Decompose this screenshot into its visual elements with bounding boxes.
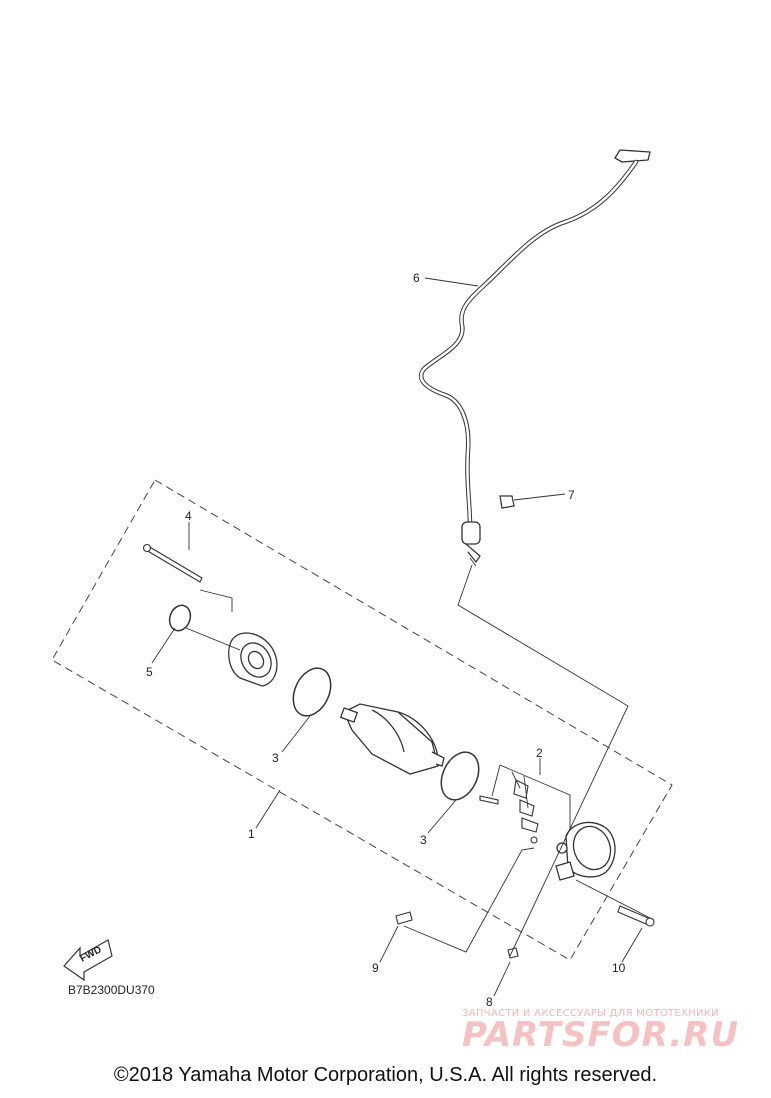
- rear-bolt: [617, 905, 655, 927]
- o-ring-front: [292, 667, 332, 717]
- part-2-leaders: [491, 758, 571, 830]
- leader-lines: [151, 277, 655, 997]
- copyright-notice: ©2018 Yamaha Motor Corporation, U.S.A. A…: [113, 1064, 658, 1086]
- callout-4: 4: [185, 509, 192, 523]
- motor-yoke: [339, 703, 445, 775]
- callout-5: 5: [146, 665, 153, 679]
- callout-7: 7: [568, 488, 575, 502]
- cable-clamp: [499, 495, 515, 509]
- o-ring-small: [168, 604, 192, 632]
- callout-10: 10: [612, 961, 626, 975]
- callout-1: 1: [248, 827, 255, 841]
- rear-cover: [555, 821, 616, 881]
- callout-6: 6: [413, 271, 420, 285]
- starter-cable: [418, 149, 651, 563]
- watermark-tagline: ЗАПЧАСТИ И АКСЕССУАРЫ ДЛЯ МОТОТЕХНИКИ: [462, 1008, 719, 1019]
- callout-8: 8: [486, 995, 493, 1009]
- brush-holder-set: [479, 779, 539, 844]
- callout-3b: 3: [420, 833, 427, 847]
- callout-2: 2: [536, 746, 543, 760]
- callout-9: 9: [372, 961, 379, 975]
- long-bolt: [142, 543, 203, 583]
- fwd-arrow-icon: FWD: [63, 939, 113, 982]
- watermark-brand: PARTSFOR.RU: [462, 1015, 739, 1055]
- assembly-boundary: [51, 479, 673, 961]
- diagram-code: B7B2300DU370: [68, 983, 155, 997]
- callout-3a: 3: [272, 751, 279, 765]
- o-ring-rear: [440, 751, 480, 801]
- front-cover: [228, 632, 278, 687]
- collar: [395, 911, 413, 925]
